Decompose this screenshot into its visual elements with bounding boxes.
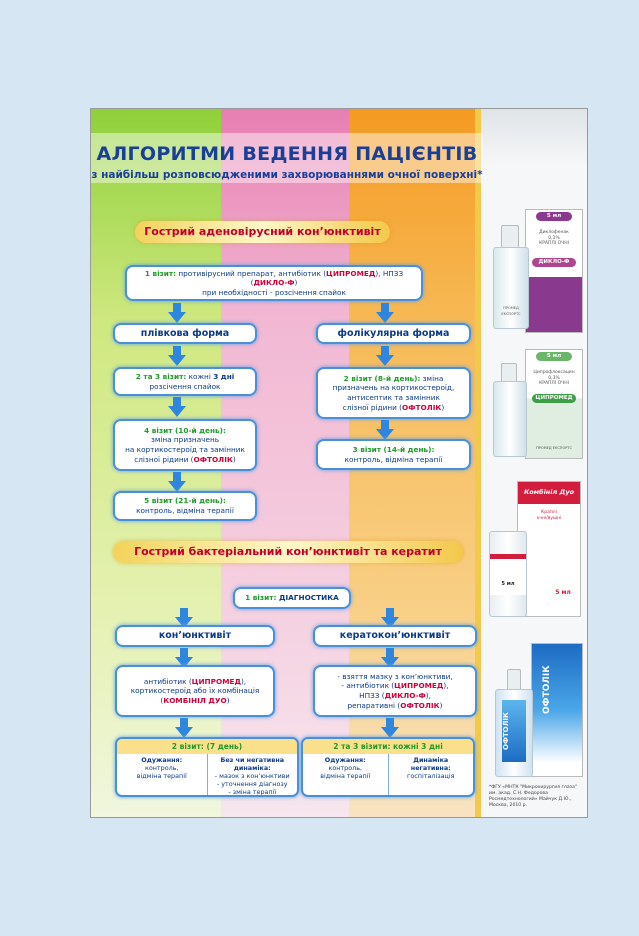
arrow-down-icon	[175, 648, 193, 668]
product-oftolik: ОФТОЛІК ОФТОЛІК	[491, 639, 583, 779]
s2-right-result-box: 2 та 3 візити: кожні 3 дні Одужання:конт…	[301, 737, 475, 797]
s1-right-form-box: фолікулярна форма	[316, 323, 471, 344]
s2-left-result-head: 2 візит: (7 день)	[117, 739, 297, 754]
cipromed-bottle	[493, 381, 527, 457]
arrow-down-icon	[381, 718, 399, 738]
s2-right-form-box: кератокон’юнктивіт	[313, 625, 477, 647]
arrow-down-icon	[376, 420, 394, 440]
arrow-down-icon	[168, 397, 186, 417]
s2-right-result-head: 2 та 3 візити: кожні 3 дні	[303, 739, 473, 754]
arrow-down-icon	[168, 303, 186, 323]
oftolik-pack: ОФТОЛІК	[531, 643, 583, 777]
arrow-down-icon	[175, 718, 193, 738]
poster-subtitle: з найбільш розповсюдженими захворюванням…	[91, 169, 483, 181]
arrow-down-icon	[168, 346, 186, 366]
s2-left-result-box: 2 візит: (7 день) Одужання:контроль,відм…	[115, 737, 299, 797]
s1-left-step3-box: 5 візит (21-й день):контроль, відміна те…	[113, 491, 257, 521]
s2-left-step-box: антибіотик (ЦИПРОМЕД),кортикостероїд або…	[115, 665, 275, 717]
kombinil-bottle: 5 мл	[489, 531, 527, 617]
footnote: *ФГУ «МНТК "Микрохирургия глаза" им. ака…	[489, 785, 578, 808]
arrow-down-icon	[168, 472, 186, 492]
arrow-down-icon	[381, 608, 399, 628]
arrow-down-icon	[376, 303, 394, 323]
s1-left-form-box: плівкова форма	[113, 323, 257, 344]
poster-title: АЛГОРИТМИ ВЕДЕННЯ ПАЦІЄНТІВ	[96, 143, 478, 165]
poster: АЛГОРИТМИ ВЕДЕННЯ ПАЦІЄНТІВ з найбільш р…	[90, 108, 588, 818]
s2-right-step-box: - взяття мазку з кон’юнктиви,- антибіоти…	[313, 665, 477, 717]
title-band	[91, 133, 483, 183]
s1-visit1-box: 1 візит: противірусний препарат, антибіо…	[125, 265, 423, 301]
banner-bacterial: Гострий бактеріальний кон’юнктивіт та ке…	[113, 541, 463, 563]
banner-adenoviral: Гострий аденовірусний кон’юнктивіт	[135, 221, 390, 243]
arrow-down-icon	[175, 608, 193, 628]
arrow-down-icon	[381, 648, 399, 668]
s1-right-step2-box: 3 візит (14-й день):контроль, відміна те…	[316, 439, 471, 470]
s2-left-form-box: кон’юнктивіт	[115, 625, 275, 647]
s2-visit1-box: 1 візит: ДІАГНОСТИКА	[233, 587, 351, 609]
arrow-down-icon	[376, 346, 394, 366]
oftolik-cap	[507, 669, 521, 691]
oftolik-bottle: ОФТОЛІК	[495, 689, 533, 777]
diclo-bottle: ПРОМЕД ЕКСПОРТС	[493, 247, 529, 329]
stripe-gold	[475, 109, 481, 817]
